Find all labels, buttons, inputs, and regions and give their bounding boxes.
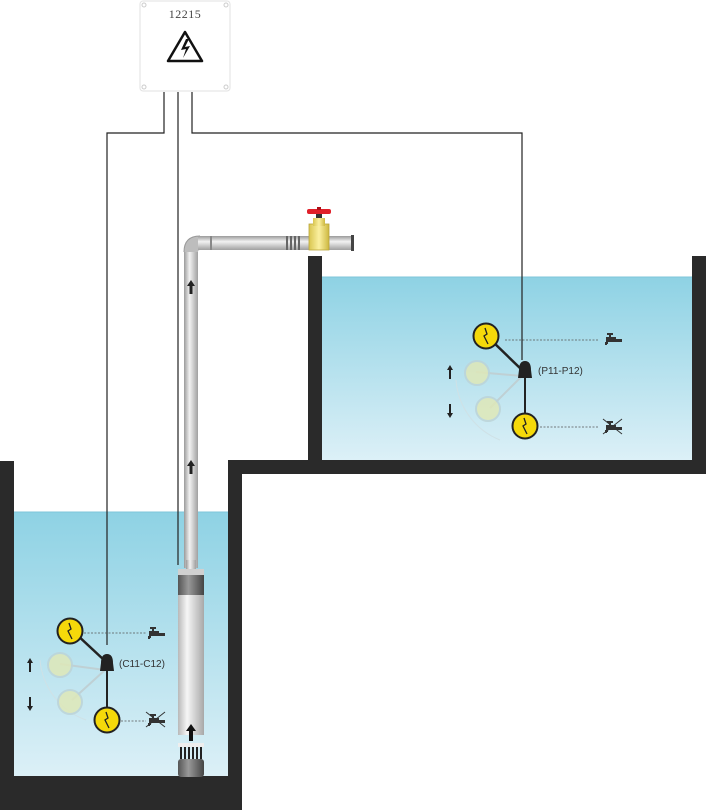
up-arrow-icon [187,460,195,474]
high-voltage-warning-icon [166,30,204,63]
up-arrow-icon [186,724,196,741]
up-arrow-icon [27,658,33,672]
pump-intake-grill [180,747,202,759]
float-lower [93,706,121,734]
up-arrow-icon [447,365,453,379]
cable-upper-switch [191,92,523,360]
float-ghost [464,360,490,386]
switch-weight [100,654,114,671]
upper-tank-right-wall [692,256,706,474]
cable-lower-switch [106,92,165,645]
upper-float-switch: (P11-P12) [447,322,623,441]
upper-switch-label: (P11-P12) [538,366,583,377]
tap-off-icon [602,418,623,435]
control-box-label: 12215 [169,7,202,21]
lower-float-switch: (C11-C12) [27,617,166,734]
float-ghost [475,396,501,422]
lower-tank [0,461,242,810]
lower-tank-right-wall [228,461,242,810]
upper-tank-left-wall [308,256,322,474]
lower-tank-floor [0,776,242,810]
lower-tank-left-wall [0,461,14,810]
switch-weight [518,361,532,378]
flow-arrows [187,280,195,474]
float-ghost [47,652,73,678]
submersible-pump [178,560,204,777]
upper-tank-water [322,277,692,460]
gate-valve[interactable] [307,207,331,251]
up-arrow-icon [187,280,195,294]
tap-off-icon [145,711,166,728]
lower-switch-label: (C11-C12) [119,659,165,670]
upper-tank [228,256,706,474]
down-arrow-icon [447,404,453,418]
float-lower [511,412,539,440]
down-arrow-icon [27,697,33,711]
float-upper [56,617,84,645]
float-ghost [57,689,83,715]
valve-handle [307,209,331,214]
float-upper [472,322,500,350]
cables [106,92,523,645]
control-box: 12215 [139,0,231,92]
upper-tank-floor [228,460,706,474]
